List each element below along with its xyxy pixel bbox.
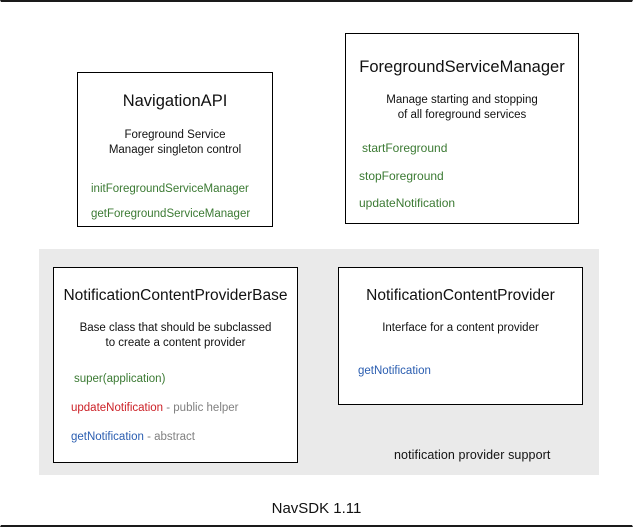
member-row[interactable]: updateNotification bbox=[359, 195, 578, 210]
member-note: - abstract bbox=[143, 430, 196, 443]
member-name: startForeground bbox=[362, 141, 448, 156]
member-list-notification-content-provider: getNotification bbox=[339, 365, 582, 378]
class-box-foreground-service-manager[interactable]: ForegroundServiceManager Manage starting… bbox=[345, 33, 579, 224]
class-description-notification-content-provider-base: Base class that should be subclassed to … bbox=[54, 321, 297, 351]
member-name: updateNotification bbox=[359, 195, 456, 210]
member-name: initForegroundServiceManager bbox=[91, 183, 249, 196]
member-name: getNotification bbox=[358, 365, 431, 378]
member-note: - public helper bbox=[163, 401, 239, 414]
member-name: stopForeground bbox=[359, 168, 444, 183]
class-title-foreground-service-manager: ForegroundServiceManager bbox=[359, 58, 565, 76]
member-row[interactable]: stopForeground bbox=[359, 168, 578, 183]
member-row[interactable]: initForegroundServiceManager bbox=[91, 183, 272, 196]
member-row[interactable]: getNotification bbox=[358, 365, 582, 378]
footer-caption: NavSDK 1.11 bbox=[271, 500, 362, 517]
class-title-notification-content-provider: NotificationContentProvider bbox=[366, 287, 555, 304]
class-title-navigation-api: NavigationAPI bbox=[122, 92, 228, 110]
class-description-foreground-service-manager: Manage starting and stopping of all fore… bbox=[346, 93, 578, 123]
member-list-foreground-service-manager: startForeground stopForeground updateNot… bbox=[346, 142, 578, 210]
class-box-notification-content-provider-base[interactable]: NotificationContentProviderBase Base cla… bbox=[53, 267, 298, 463]
member-name: updateNotification bbox=[71, 401, 164, 414]
class-description-line-1: Foreground Service bbox=[124, 129, 226, 141]
member-row[interactable]: super(application) bbox=[74, 373, 297, 386]
class-title-notification-content-provider-base: NotificationContentProviderBase bbox=[63, 287, 288, 304]
class-description-line-2: to create a content provider bbox=[105, 337, 246, 350]
class-description-line-1: Base class that should be subclassed bbox=[79, 322, 272, 334]
member-name: super(application) bbox=[74, 373, 166, 386]
class-description-notification-content-provider: Interface for a content provider bbox=[339, 321, 582, 336]
member-list-notification-content-provider-base: super(application) updateNotification - … bbox=[54, 373, 297, 443]
class-description-line-2: of all foreground services bbox=[397, 109, 527, 122]
member-list-navigation-api: initForegroundServiceManager getForegrou… bbox=[78, 183, 272, 220]
member-row[interactable]: updateNotification - public helper bbox=[71, 402, 297, 415]
member-row[interactable]: getNotification - abstract bbox=[71, 431, 297, 444]
member-name: getForegroundServiceManager bbox=[91, 207, 251, 220]
member-row[interactable]: getForegroundServiceManager bbox=[91, 208, 272, 221]
class-description-line-1: Interface for a content provider bbox=[382, 322, 539, 334]
member-name: getNotification bbox=[71, 430, 144, 443]
class-description-line-2: Manager singleton control bbox=[108, 144, 242, 157]
member-row[interactable]: startForeground bbox=[362, 142, 578, 155]
class-description-line-1: Manage starting and stopping bbox=[386, 94, 538, 106]
class-box-notification-content-provider[interactable]: NotificationContentProvider Interface fo… bbox=[338, 267, 583, 405]
class-box-navigation-api[interactable]: NavigationAPI Foreground Service Manager… bbox=[77, 72, 273, 227]
group-label-notification-provider-support: notification provider support bbox=[394, 448, 551, 462]
class-description-navigation-api: Foreground Service Manager singleton con… bbox=[78, 128, 272, 158]
